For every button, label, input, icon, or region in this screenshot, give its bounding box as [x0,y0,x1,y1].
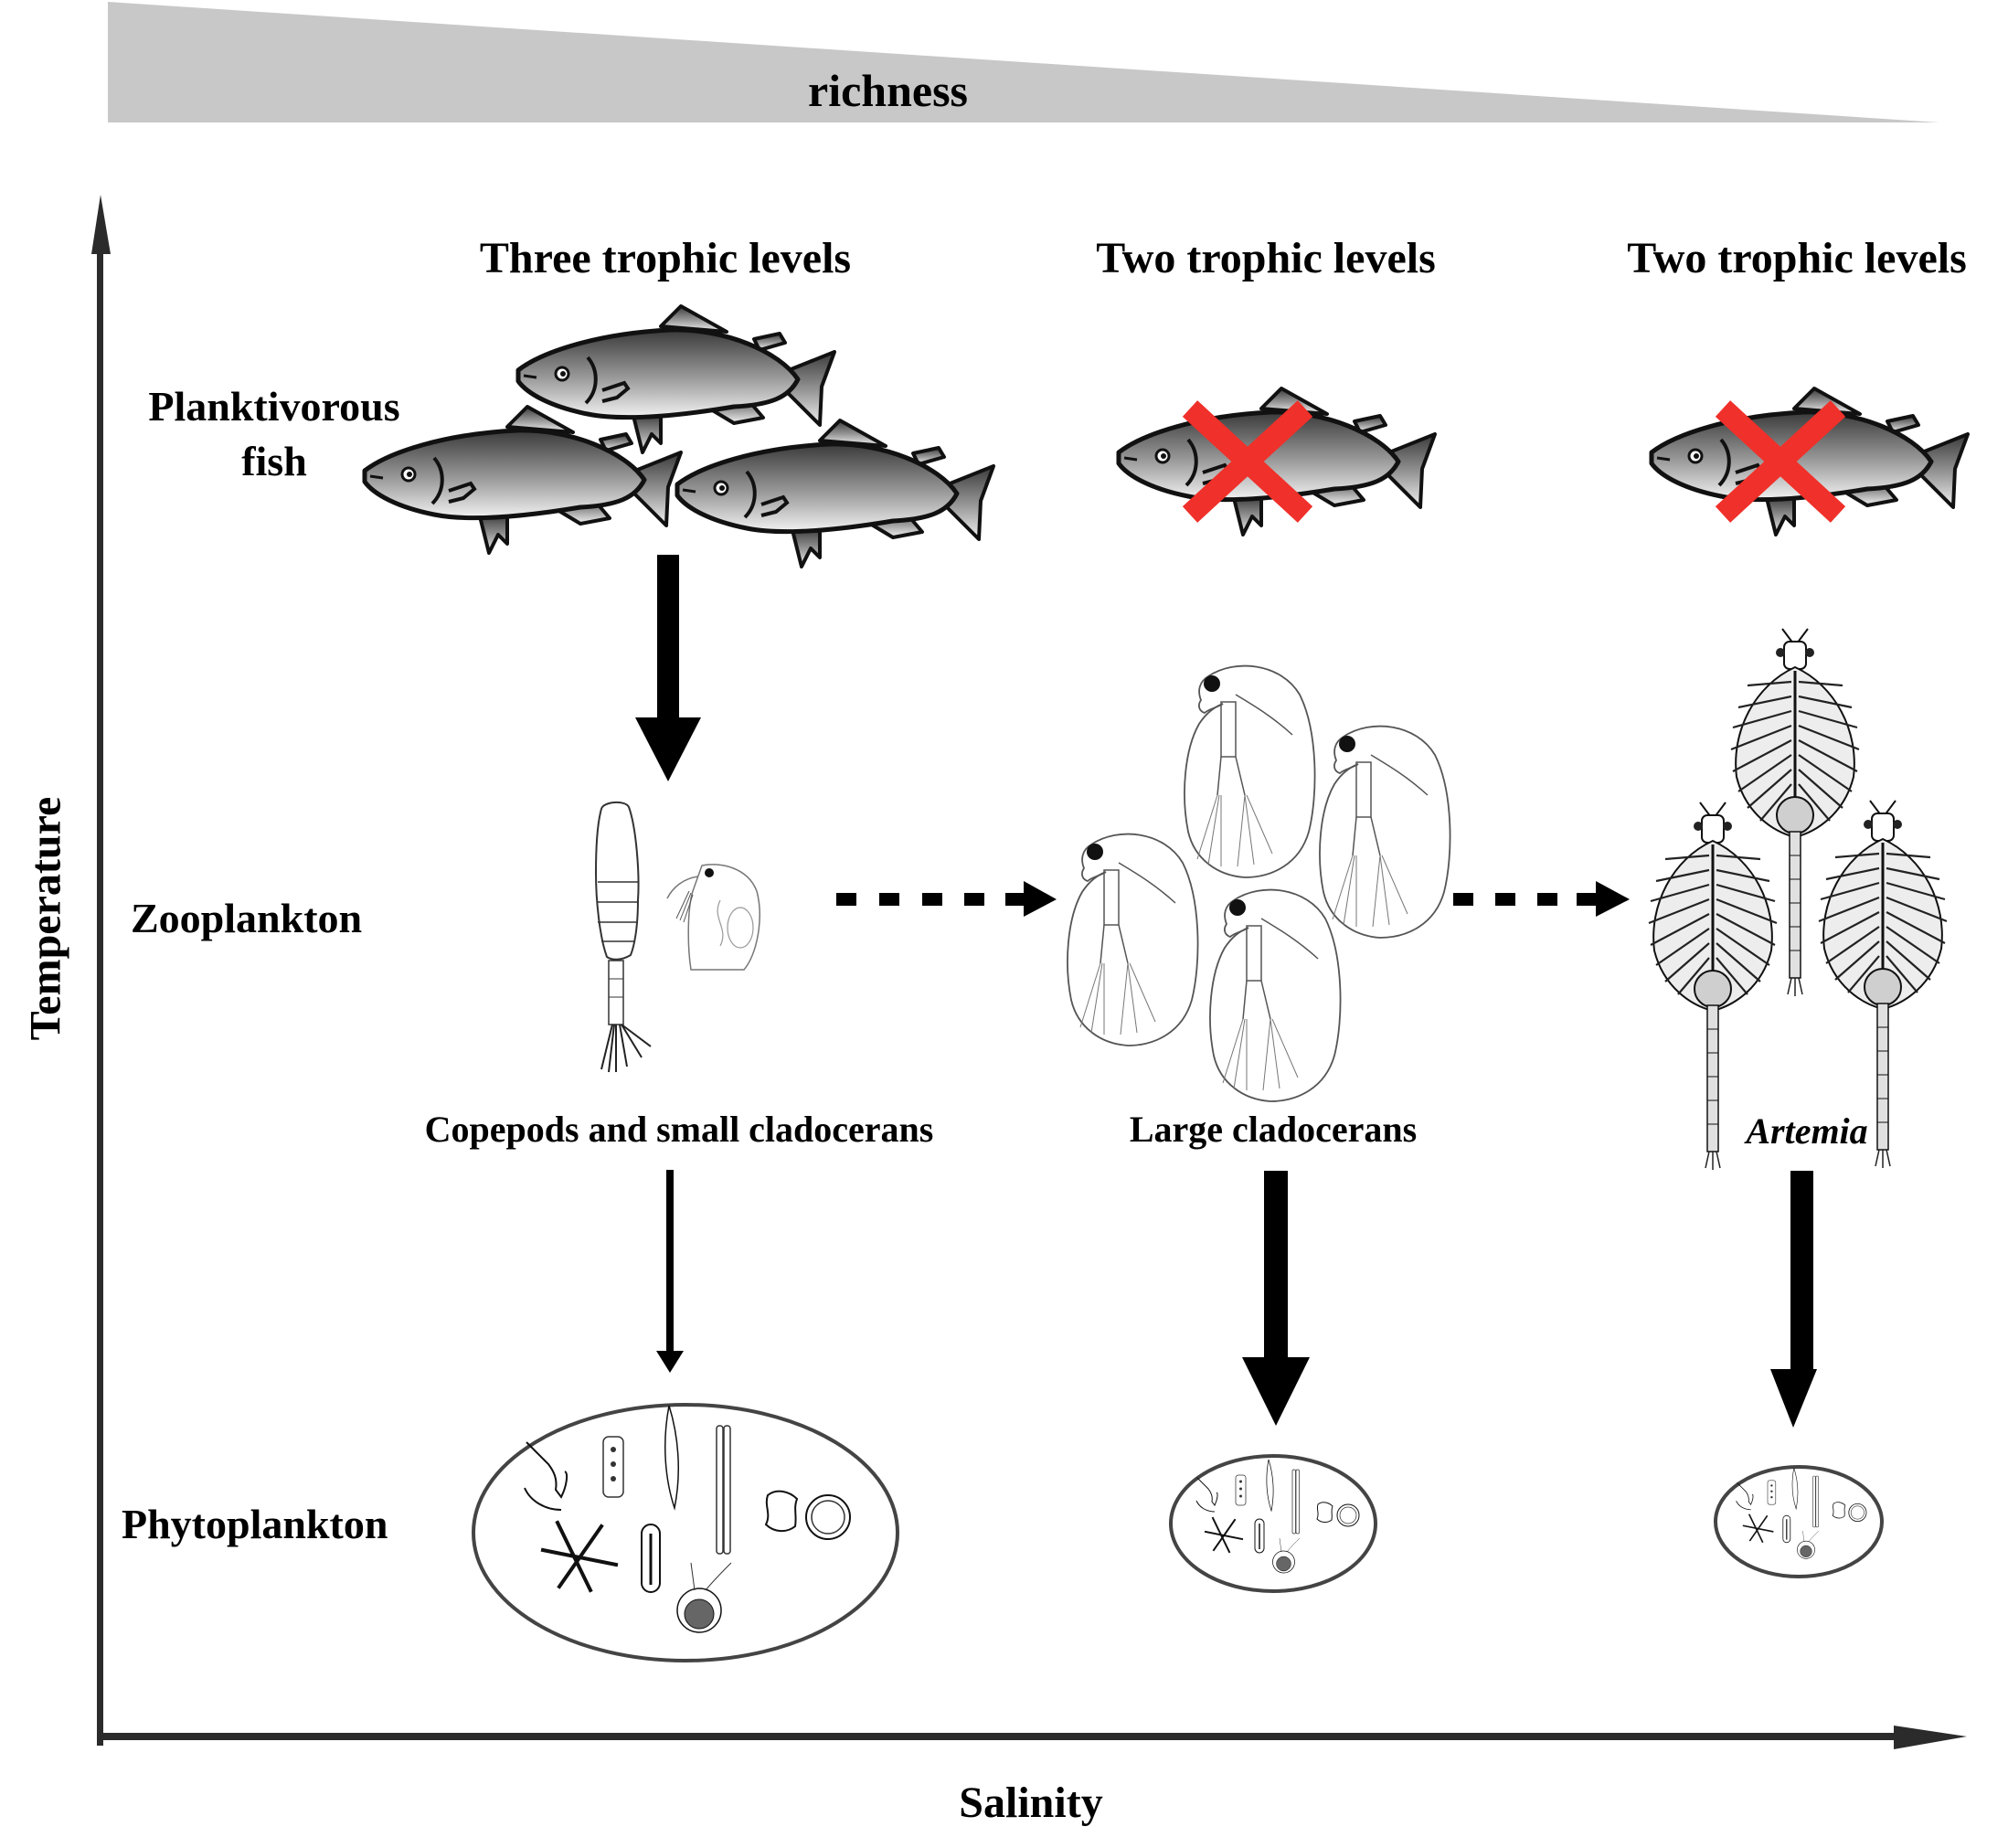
phytoplankton-community-column-1 [472,1403,899,1662]
phytoplankton-ellipse [472,1403,899,1662]
fish-group-column-2 [1115,388,1444,544]
row-label-fish-line1: Planktivorous [148,383,400,430]
y-axis-line [97,247,103,1746]
phytoplankton-ellipse [1169,1454,1377,1593]
row-label-fish: Planktivorous fish [128,379,420,489]
column-heading-1: Three trophic levels [479,234,852,282]
richness-wedge [108,2,1939,122]
row-label-fish-line2: fish [241,437,307,484]
x-axis-arrowhead [1894,1726,1967,1749]
zooplankton-label-column-3: Artemia [1746,1110,1868,1152]
x-axis-label: Salinity [959,1779,1103,1827]
exclusion-x-icon [1182,400,1313,523]
arrow-head [635,717,701,781]
y-axis-arrowhead [91,195,111,254]
arrow-shaft [657,555,679,719]
fish-group-column-3 [1648,388,1977,544]
zooplankton-label-column-1: Copepods and small cladocerans [424,1109,934,1150]
dashed-arrow-col2-to-col3 [1453,881,1630,917]
column-heading-3: Two trophic levels [1627,234,1967,282]
row-label-phytoplankton: Phytoplankton [122,1501,388,1547]
exclusion-x-icon [1715,400,1846,523]
thick-arrow-column-3 [1770,1171,1817,1428]
richness-label: richness [808,65,968,116]
x-axis-line [97,1733,1907,1740]
dashed-arrow-col1-to-col2 [836,881,1057,917]
small-cladoceran-icon [666,864,760,971]
thick-arrow-column-2 [1242,1171,1310,1426]
row-label-zooplankton: Zooplankton [131,895,363,941]
zooplankton-label-column-2: Large cladocerans [1129,1109,1418,1150]
phytoplankton-community-column-2 [1169,1454,1377,1593]
phytoplankton-community-column-3 [1714,1465,1884,1578]
phytoplankton-ellipse [1714,1465,1884,1578]
copepod-icon [594,802,652,1073]
richness-wedge-shape [108,2,1939,122]
thin-arrow-column-1 [656,1170,684,1373]
column-heading-2: Two trophic levels [1096,234,1436,282]
